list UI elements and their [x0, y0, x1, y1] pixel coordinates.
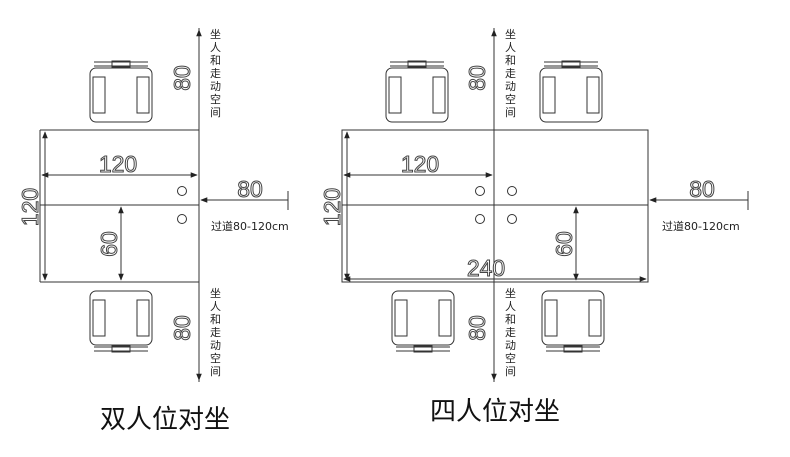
place-setting: [177, 214, 187, 224]
bottom-clearance-label: 80: [169, 315, 195, 341]
chair-top-left: [385, 60, 449, 123]
seating-space-note-bottom: 坐人和走动空间: [210, 287, 221, 378]
place-setting: [475, 214, 485, 224]
chair-top: [89, 60, 153, 123]
chair-bottom-left: [391, 290, 455, 353]
depth-label: 120: [17, 188, 43, 226]
walkway-width-label: 80: [237, 176, 263, 202]
seating-space-note-bottom: 坐人和走动空间: [505, 287, 516, 378]
half-depth-label: 60: [551, 231, 577, 257]
walkway-width-label: 80: [689, 176, 715, 202]
seating-space-note-top: 坐人和走动空间: [505, 28, 516, 119]
half-length-label: 120: [401, 151, 439, 177]
top-clearance-label: 80: [464, 65, 490, 91]
chair-top-right: [539, 60, 603, 123]
two-person-layout: [39, 28, 289, 382]
two-person-caption: 双人位对坐: [100, 405, 230, 435]
width-label: 120: [99, 151, 137, 177]
seating-space-note-top: 坐人和走动空间: [210, 28, 221, 119]
table-outline: [341, 129, 649, 283]
depth-label: 120: [319, 188, 345, 226]
four-person-layout: [341, 28, 749, 382]
bottom-clearance-label: 80: [464, 315, 490, 341]
place-setting: [507, 186, 517, 196]
walkway-note: 过道80-120cm: [662, 219, 740, 233]
top-clearance-label: 80: [169, 65, 195, 91]
place-setting: [475, 186, 485, 196]
chair-bottom: [89, 290, 153, 353]
place-setting: [507, 214, 517, 224]
place-setting: [177, 186, 187, 196]
half-depth-label: 60: [96, 231, 122, 257]
walkway-note: 过道80-120cm: [211, 219, 289, 233]
length-label: 240: [467, 255, 505, 281]
four-person-caption: 四人位对坐: [430, 397, 560, 427]
chair-bottom-right: [541, 290, 605, 353]
